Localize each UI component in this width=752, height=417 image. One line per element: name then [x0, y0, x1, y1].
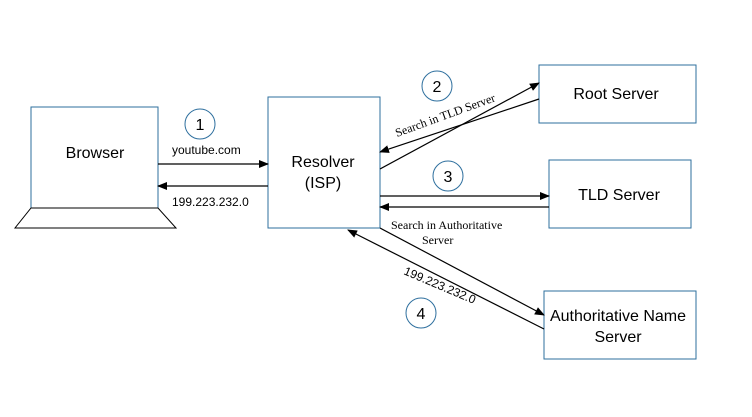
step-4-badge: 4	[405, 297, 437, 329]
step-3-number: 3	[444, 169, 453, 186]
step-1-number: 1	[196, 117, 205, 134]
laptop-base-icon	[13, 207, 178, 229]
step-4-number: 4	[417, 306, 426, 323]
browser-label: Browser	[66, 145, 125, 162]
step-2-badge: 2	[421, 70, 453, 102]
root-server-label: Root Server	[573, 86, 659, 103]
authoritative-server-label: Authoritative Name	[550, 308, 686, 325]
step-2-number: 2	[433, 79, 442, 96]
tld-server-label: TLD Server	[578, 187, 660, 204]
browser-screen	[30, 106, 159, 209]
resolver-sublabel: (ISP)	[305, 175, 341, 192]
tld-server-node: TLD Server	[548, 159, 692, 229]
resolver-node: Resolver (ISP)	[267, 96, 381, 229]
authoritative-server-box	[543, 290, 697, 360]
resolver-box	[267, 96, 381, 229]
step-3-badge: 3	[432, 160, 464, 192]
arrow-root-to-resolver	[379, 98, 540, 153]
tld-note-label-line2: Server	[422, 233, 453, 247]
arrow-resolver-to-authoritative	[379, 227, 545, 316]
step-1-badge: 1	[184, 108, 216, 140]
authoritative-server-node: Authoritative Name Server	[543, 290, 697, 360]
root-server-box	[538, 64, 697, 124]
browser-node: Browser	[13, 106, 178, 229]
authoritative-server-sublabel: Server	[594, 329, 642, 346]
response-ip-label: 199.223.232.0	[172, 195, 249, 209]
arrow-authoritative-to-resolver	[347, 229, 545, 330]
tld-server-box	[548, 159, 692, 229]
resolver-label: Resolver	[291, 154, 355, 171]
tld-note-label-line1: Search in Authoritative	[391, 218, 502, 232]
query-domain-label: youtube.com	[172, 143, 241, 157]
root-server-node: Root Server	[538, 64, 697, 124]
